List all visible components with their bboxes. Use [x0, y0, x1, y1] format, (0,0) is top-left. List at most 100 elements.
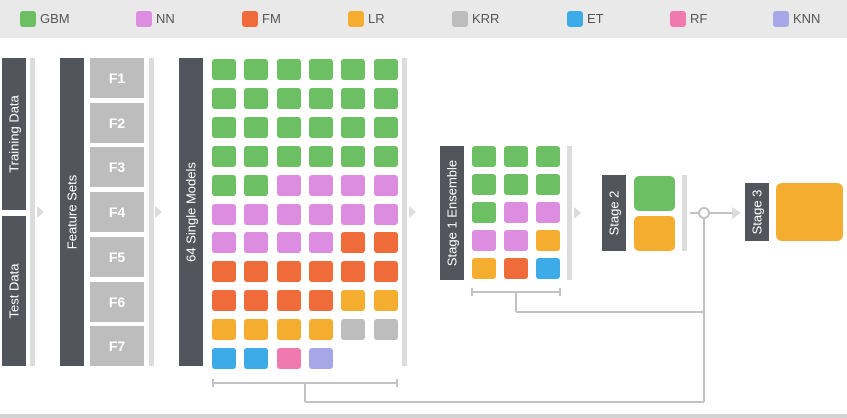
- model-lr-tile: [341, 290, 366, 312]
- model-knn-tile: [308, 348, 333, 369]
- model-fm-tile: [341, 261, 366, 283]
- model-gbm-tile: [308, 116, 333, 138]
- model-nn-tile: [341, 174, 366, 196]
- feature-set-f2: F2: [90, 102, 144, 143]
- single-models-bar: 64 Single Models: [179, 58, 203, 366]
- stage1-et-tile: [536, 258, 560, 279]
- stage1-bar: Stage 1 Ensemble: [440, 146, 464, 280]
- model-gbm-tile: [212, 116, 236, 138]
- test-data-bar: Test Data: [2, 216, 26, 366]
- model-lr-tile: [276, 319, 301, 341]
- feature-set-f7: F7: [90, 326, 144, 367]
- junction-node: [698, 207, 710, 219]
- stage3-arrowhead: [732, 207, 741, 219]
- stage1-gbm-tile: [504, 174, 528, 195]
- legend-label-lr: LR: [368, 11, 385, 26]
- model-krr-tile: [373, 319, 398, 341]
- stage1-lr-tile: [536, 230, 560, 251]
- model-nn-tile: [276, 232, 301, 254]
- model-fm-tile: [212, 290, 236, 312]
- stage1-gbm-tile: [504, 146, 528, 167]
- model-gbm-tile: [373, 116, 398, 138]
- legend-swatch-lr: [348, 11, 364, 27]
- stage1-fm-tile: [504, 258, 528, 279]
- model-nn-tile: [212, 232, 236, 254]
- feature-set-f1: F1: [90, 58, 144, 98]
- legend-swatch-krr: [452, 11, 468, 27]
- stage2-rail: [682, 175, 687, 251]
- model-nn-tile: [276, 174, 301, 196]
- feature-sets-bar: Feature Sets: [60, 58, 84, 366]
- legend-label-knn: KNN: [793, 11, 821, 26]
- model-gbm-tile: [341, 116, 366, 138]
- legend-swatch-et: [567, 11, 583, 27]
- feature-set-f4: F4: [90, 192, 144, 233]
- model-gbm-tile: [244, 59, 269, 80]
- model-fm-tile: [308, 261, 333, 283]
- stage1-gbm-tile: [536, 146, 560, 167]
- arrow-models-to-stage1: [409, 206, 416, 218]
- model-gbm-tile: [373, 87, 398, 109]
- model-fm-tile: [276, 261, 301, 283]
- model-lr-tile: [308, 319, 333, 341]
- legend-label-et: ET: [587, 11, 604, 26]
- model-rf-tile: [276, 348, 301, 369]
- model-nn-tile: [308, 232, 333, 254]
- model-gbm-tile: [308, 59, 333, 80]
- legend-label-gbm: GBM: [40, 11, 70, 26]
- model-lr-tile: [212, 319, 236, 341]
- legend-swatch-fm: [242, 11, 258, 27]
- model-nn-tile: [244, 203, 269, 225]
- feature-set-f6: F6: [90, 281, 144, 322]
- feature-rail: [149, 58, 154, 366]
- training-data-bar: Training Data: [2, 58, 26, 210]
- model-gbm-tile: [212, 174, 236, 196]
- stage2-lr-tile: [634, 216, 675, 251]
- model-gbm-tile: [276, 116, 301, 138]
- model-fm-tile: [373, 261, 398, 283]
- legend-label-fm: FM: [262, 11, 281, 26]
- model-nn-tile: [244, 232, 269, 254]
- model-fm-tile: [276, 290, 301, 312]
- feature-set-f5: F5: [90, 236, 144, 277]
- model-lr-tile: [244, 319, 269, 341]
- model-nn-tile: [276, 203, 301, 225]
- model-gbm-tile: [244, 145, 269, 167]
- stage1-gbm-tile: [472, 202, 496, 223]
- model-gbm-tile: [373, 59, 398, 80]
- model-nn-tile: [341, 203, 366, 225]
- models-rail: [402, 58, 407, 366]
- model-gbm-tile: [244, 87, 269, 109]
- stage2-gbm-tile: [634, 176, 675, 211]
- stage1-gbm-tile: [472, 174, 496, 195]
- stage1-nn-tile: [536, 202, 560, 223]
- data-rail: [30, 58, 35, 366]
- model-gbm-tile: [276, 145, 301, 167]
- model-lr-tile: [373, 290, 398, 312]
- stage3-lr-tile: [776, 183, 843, 241]
- bottom-border: [0, 414, 847, 418]
- model-fm-tile: [244, 261, 269, 283]
- model-gbm-tile: [308, 145, 333, 167]
- model-et-tile: [212, 348, 236, 369]
- arrow-data-to-features: [37, 206, 44, 218]
- model-gbm-tile: [276, 87, 301, 109]
- model-nn-tile: [373, 174, 398, 196]
- model-fm-tile: [212, 261, 236, 283]
- model-fm-tile: [308, 290, 333, 312]
- model-et-tile: [244, 348, 269, 369]
- model-gbm-tile: [341, 145, 366, 167]
- stage1-rail: [567, 146, 572, 280]
- model-gbm-tile: [341, 87, 366, 109]
- model-gbm-tile: [341, 59, 366, 80]
- stage3-bar: Stage 3: [745, 183, 769, 241]
- model-krr-tile: [341, 319, 366, 341]
- model-fm-tile: [244, 290, 269, 312]
- model-gbm-tile: [212, 59, 236, 80]
- model-fm-tile: [373, 232, 398, 254]
- legend-label-krr: KRR: [472, 11, 500, 26]
- model-nn-tile: [308, 174, 333, 196]
- stage1-gbm-tile: [472, 146, 496, 167]
